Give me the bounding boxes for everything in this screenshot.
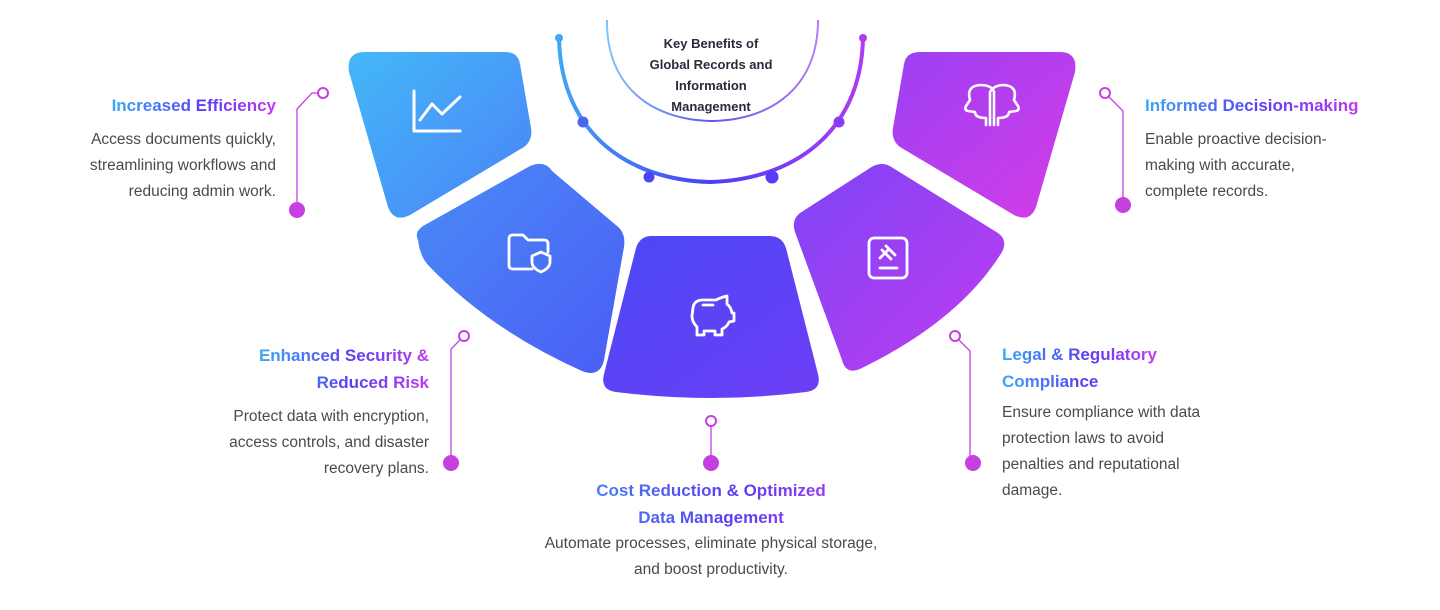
benefit-description-informed-decision: Enable proactive decision- making with a…: [1145, 131, 1327, 200]
benefit-description-cost-reduction: Automate processes, eliminate physical s…: [544, 535, 878, 578]
gavel-document-icon: [867, 236, 909, 280]
benefit-heading-informed-decision: Informed Decision-making: [1145, 92, 1358, 119]
tile-increased-efficiency: [348, 52, 532, 218]
center-arcs: [555, 19, 867, 185]
benefit-heading-legal-compliance: Legal & Regulatory Compliance: [1002, 341, 1157, 395]
arc-dot: [859, 34, 867, 42]
outer-arc: [557, 37, 865, 185]
benefit-description-enhanced-security: Protect data with encryption, access con…: [229, 408, 429, 477]
folder-shield-icon: [507, 233, 552, 274]
benefit-description-legal-compliance: Ensure compliance with data protection l…: [1002, 404, 1201, 499]
benefit-heading-enhanced-security: Enhanced Security & Reduced Risk: [259, 342, 429, 396]
benefit-heading-increased-efficiency: Increased Efficiency: [112, 92, 276, 119]
diagram-title: Key Benefits of Global Records and Infor…: [649, 36, 773, 114]
arc-dot: [643, 171, 655, 183]
line-chart-icon: [412, 89, 462, 133]
connector-dots: [289, 87, 1131, 471]
tile-informed-decision: [892, 52, 1076, 218]
piggy-bank-icon: [690, 294, 736, 337]
arc-dot: [577, 116, 589, 128]
two-heads-icon: [964, 83, 1020, 127]
arc-dot: [765, 170, 779, 184]
inner-arc: [605, 19, 819, 123]
benefit-heading-cost-reduction: Cost Reduction & Optimized Data Manageme…: [511, 477, 911, 531]
benefit-description-increased-efficiency: Access documents quickly, streamlining w…: [89, 131, 276, 200]
tile-legal-compliance: [793, 164, 1005, 371]
arc-dot: [555, 34, 563, 42]
arc-dot: [833, 116, 845, 128]
tile-cost-reduction: [603, 236, 819, 398]
